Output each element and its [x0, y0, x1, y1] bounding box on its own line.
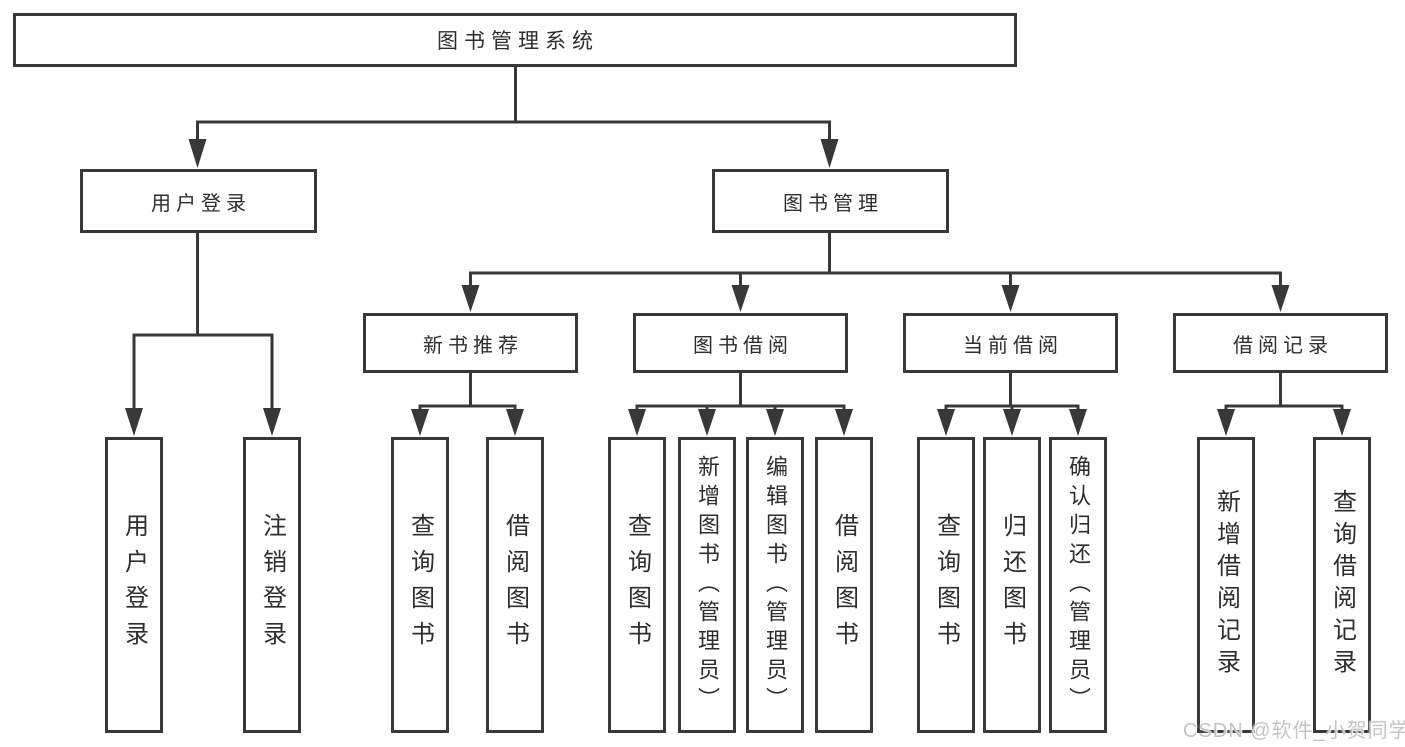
- node-current-borrowing: 当前借阅: [903, 313, 1118, 373]
- connector-book-management-to-level3: [461, 232, 1290, 312]
- leaf-query-books-3: 查询图书: [917, 437, 975, 733]
- node-user-login: 用户登录: [80, 169, 317, 233]
- leaf-return-book: 归还图书: [983, 437, 1041, 733]
- arrow-head: [731, 285, 750, 312]
- node-borrow-records: 借阅记录: [1173, 313, 1388, 373]
- connector-root-to-level2: [188, 66, 839, 168]
- node-new-book-recommend: 新书推荐: [363, 313, 578, 373]
- arrow-head: [1069, 409, 1087, 436]
- leaf-borrow-books-2: 借阅图书: [815, 437, 873, 733]
- leaf-add-borrow-record: 新增借阅记录: [1197, 437, 1255, 733]
- arrow-head: [1001, 285, 1020, 312]
- arrow-head: [1333, 409, 1351, 436]
- leaf-user-login: 用户登录: [105, 437, 163, 733]
- arrow-head: [1217, 409, 1235, 436]
- arrow-head: [506, 409, 524, 436]
- leaf-logout: 注销登录: [243, 437, 301, 733]
- arrow-head: [125, 408, 143, 436]
- arrow-head: [628, 409, 646, 436]
- arrow-head: [698, 409, 716, 436]
- leaf-add-book-admin: 新增图书（管理员）: [678, 437, 736, 733]
- arrow-head: [835, 409, 853, 436]
- arrow-head: [461, 285, 480, 312]
- leaf-query-borrow-record: 查询借阅记录: [1313, 437, 1371, 733]
- leaf-confirm-return-admin: 确认归还（管理员）: [1049, 437, 1107, 733]
- arrow-head: [411, 409, 429, 436]
- connector-user-login-to-leaves: [125, 232, 281, 436]
- leaf-query-books-1: 查询图书: [391, 437, 449, 733]
- watermark: CSDN @软件_小贺同学: [1183, 720, 1405, 742]
- leaf-borrow-books-1: 借阅图书: [486, 437, 544, 733]
- arrow-head: [766, 409, 784, 436]
- arrow-head: [188, 139, 207, 168]
- arrow-head: [937, 409, 955, 436]
- connector-current-borrow-to-leaves: [937, 372, 1087, 436]
- connector-new-book-to-leaves: [411, 372, 524, 436]
- arrow-head: [1271, 285, 1290, 312]
- connector-borrow-record-to-leaves: [1217, 372, 1351, 436]
- arrow-head: [820, 139, 839, 168]
- node-root: 图书管理系统: [13, 13, 1017, 67]
- connector-book-borrow-to-leaves: [628, 372, 853, 436]
- arrow-head: [263, 408, 281, 436]
- node-book-borrowing: 图书借阅: [633, 313, 848, 373]
- node-book-management: 图书管理: [712, 169, 949, 233]
- arrow-head: [1003, 409, 1021, 436]
- leaf-query-books-2: 查询图书: [608, 437, 666, 733]
- leaf-edit-book-admin: 编辑图书（管理员）: [746, 437, 804, 733]
